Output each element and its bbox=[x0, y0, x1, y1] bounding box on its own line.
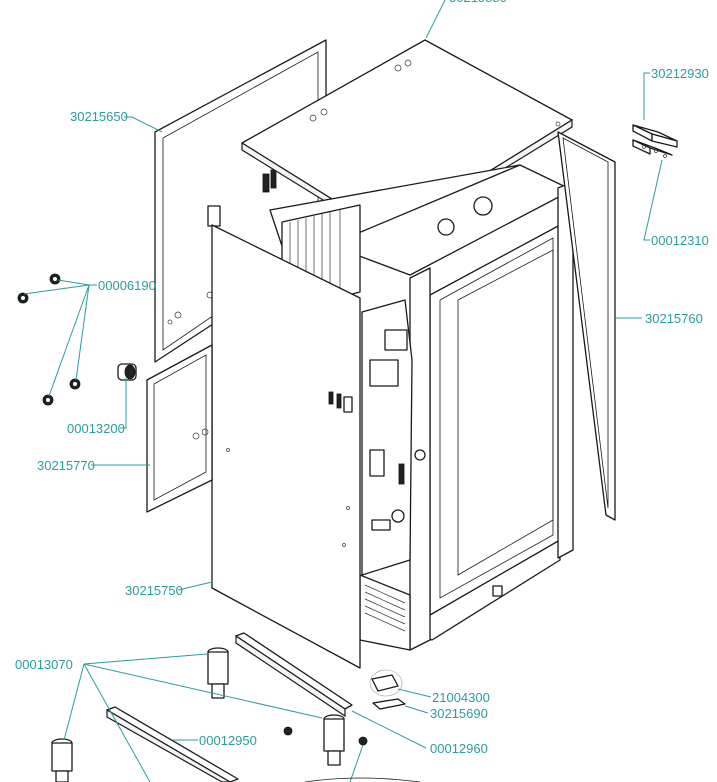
callout-00013200: 00013200 bbox=[67, 421, 125, 436]
callout-30215650: 30215650 bbox=[70, 109, 128, 124]
base-rail-00012950 bbox=[106, 706, 239, 782]
leader-lines bbox=[23, 0, 663, 782]
bracket-30212930 bbox=[632, 124, 678, 148]
right-side-panel bbox=[557, 131, 616, 521]
adjustable-feet bbox=[51, 647, 345, 782]
callout-00012310: 00012310 bbox=[651, 233, 709, 248]
base-rail-00012960 bbox=[235, 632, 353, 718]
gasket-rings bbox=[17, 273, 81, 406]
callout-00012950: 00012950 bbox=[199, 733, 257, 748]
foot-1 bbox=[207, 647, 229, 699]
callout-labels: 30215880 30215650 30212930 00012310 0000… bbox=[15, 0, 709, 756]
callout-30215690: 30215690 bbox=[430, 706, 488, 721]
callout-00006190: 00006190 bbox=[98, 278, 156, 293]
lower-left-panel bbox=[146, 344, 213, 513]
bracket-00012310 bbox=[632, 139, 673, 158]
callout-30215760: 30215760 bbox=[645, 311, 703, 326]
connector-fitting bbox=[117, 363, 137, 381]
foot-3 bbox=[51, 738, 73, 782]
callout-00012960: 00012960 bbox=[430, 741, 488, 756]
plate-30215690 bbox=[372, 698, 406, 710]
callout-top: 30215880 bbox=[449, 0, 507, 5]
callout-00013070: 00013070 bbox=[15, 657, 73, 672]
foot-2 bbox=[323, 714, 345, 766]
bottom-grille bbox=[364, 584, 406, 632]
callout-30215770: 30215770 bbox=[37, 458, 95, 473]
callout-21004300: 21004300 bbox=[432, 690, 490, 705]
callout-30215750: 30215750 bbox=[125, 583, 183, 598]
bottom-edge-fragment bbox=[304, 777, 421, 782]
front-left-panel bbox=[211, 224, 361, 669]
callout-30212930: 30212930 bbox=[651, 66, 709, 81]
clip-21004300 bbox=[369, 669, 403, 697]
